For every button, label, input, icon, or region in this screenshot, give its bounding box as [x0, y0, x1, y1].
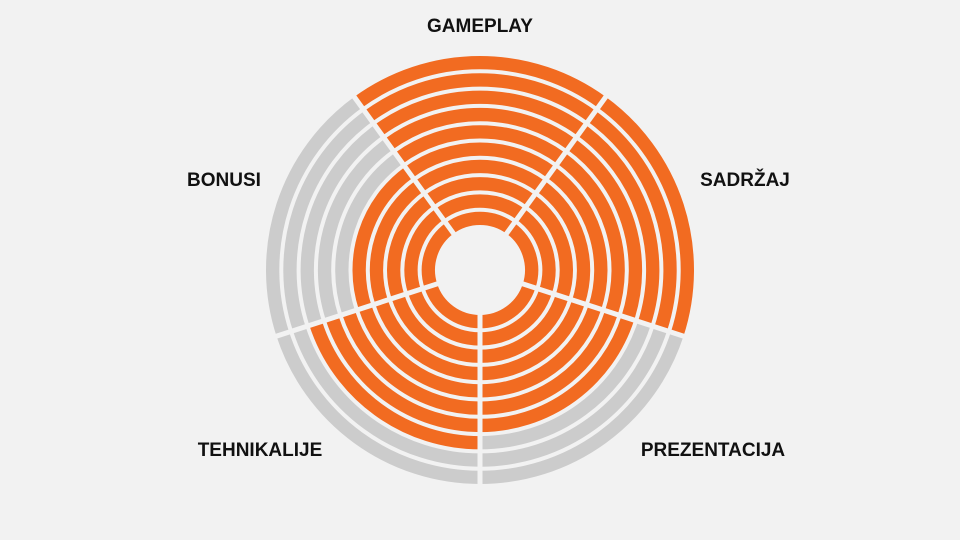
rating-ring-filled — [415, 159, 545, 192]
rating-ring-filled — [421, 222, 454, 289]
rating-ring-filled — [479, 299, 585, 381]
rating-ring-filled — [479, 289, 552, 346]
rating-ring-filled — [479, 315, 635, 433]
rating-ring-filled — [404, 208, 444, 294]
rating-ring-filled — [405, 142, 555, 178]
rating-ring-filled — [536, 180, 591, 305]
rating-ring-empty — [479, 332, 684, 484]
rating-ring-filled — [435, 194, 525, 220]
rating-ring-filled — [547, 166, 608, 310]
rating-ring-filled — [424, 283, 481, 329]
rating-ring-empty — [479, 321, 651, 450]
rating-ring-filled — [309, 321, 481, 450]
rating-ring-filled — [358, 305, 481, 398]
rating-ring-filled — [374, 90, 586, 136]
rating-ring-filled — [516, 208, 556, 294]
rating-ring-empty — [317, 138, 393, 321]
rating-ring-empty — [300, 124, 383, 326]
category-label: BONUSI — [187, 170, 261, 191]
rating-ring-filled — [325, 315, 481, 433]
rating-ring-filled — [384, 107, 576, 150]
rating-ring-filled — [369, 180, 424, 305]
rating-ring-filled — [408, 289, 481, 346]
rating-ring-filled — [577, 124, 660, 326]
segment-separator — [268, 280, 440, 341]
rating-ring-filled — [506, 222, 539, 289]
rating-ring-filled — [557, 152, 625, 315]
rating-ring-filled — [526, 194, 573, 299]
rating-ring-filled — [375, 299, 481, 381]
segment-separator — [503, 88, 613, 237]
rating-ring-filled — [567, 138, 643, 321]
rating-ring-filled — [391, 294, 481, 363]
rating-ring-filled — [425, 177, 535, 206]
category-label: GAMEPLAY — [427, 16, 533, 37]
rating-ring-filled — [445, 211, 515, 234]
rating-ring-empty — [335, 152, 403, 315]
segment-separator — [520, 280, 692, 341]
category-label: SADRŽAJ — [700, 169, 790, 191]
rating-ring-filled — [394, 125, 566, 164]
category-label: TEHNIKALIJE — [198, 440, 323, 461]
rating-ring-empty — [283, 110, 373, 331]
rating-ring-filled — [354, 56, 606, 108]
rating-ring-filled — [479, 310, 618, 415]
category-label: PREZENTACIJA — [641, 440, 786, 461]
rating-ring-filled — [479, 283, 536, 329]
rating-ring-empty — [479, 326, 668, 467]
rating-ring-filled — [352, 166, 413, 310]
rating-ring-filled — [364, 73, 596, 122]
rating-ring-filled — [479, 305, 602, 398]
rating-ring-filled — [342, 310, 481, 415]
segment-separator — [347, 88, 457, 237]
rating-ring-empty — [266, 96, 363, 337]
rating-ring-filled — [479, 294, 569, 363]
rating-ring-filled — [387, 194, 434, 299]
rating-ring-filled — [587, 110, 677, 331]
rating-ring-empty — [276, 332, 481, 484]
rating-ring-empty — [292, 326, 481, 467]
rating-ring-filled — [597, 96, 694, 337]
